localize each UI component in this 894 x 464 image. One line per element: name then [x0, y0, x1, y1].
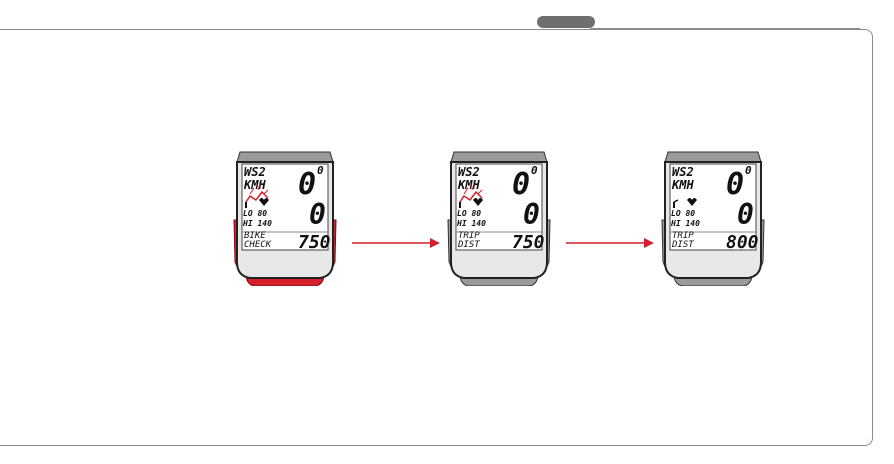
lcd-top-superscript: 0 [317, 164, 324, 177]
arrow-right-icon [566, 238, 654, 248]
lcd-bottom-line1: TRIP [672, 231, 694, 241]
lcd-top-superscript: 0 [745, 164, 752, 177]
lcd-top-superscript: 0 [531, 164, 538, 177]
lcd-ws2-label: WS2 [458, 165, 480, 179]
lcd-bottom-value: 800 [726, 232, 759, 253]
lcd-hi-value: HI 140 [242, 219, 272, 228]
lcd-bottom-line2: DIST [671, 240, 694, 250]
lcd-bottom-value: 750 [512, 232, 545, 253]
lcd-mid-digit: 0 [523, 198, 540, 231]
lcd-unit-label: KMH [243, 178, 266, 192]
lcd-ws2-label: WS2 [672, 165, 694, 179]
cadence-heart-icons [673, 198, 697, 208]
cycle-computer-3: WS2 KMH 0 0 0 LO 80 HI 140 TRIP DIST 800 [660, 150, 766, 286]
lcd-top-digit: 0 [298, 167, 316, 202]
lcd-unit-label: KMH [671, 178, 694, 192]
lcd-hi-value: HI 140 [670, 219, 700, 228]
lcd-lo-value: LO 80 [671, 209, 695, 218]
cycle-computer-2: WS2 KMH 0 0 0 LO 80 HI 140 TRIP DIST 750 [446, 150, 552, 286]
lcd-mid-digit: 0 [737, 198, 754, 231]
lcd-unit-label: KMH [457, 178, 480, 192]
tab-underline [590, 28, 860, 29]
alert-icons [245, 183, 269, 208]
lcd-bottom-line1: BIKE [244, 231, 266, 241]
lcd-bottom-line2: DIST [457, 240, 480, 250]
cycle-computer-1: WS2 KMH 0 0 0 LO 80 HI 140 BIKE CHECK 75… [232, 150, 338, 286]
lcd-hi-value: HI 140 [456, 219, 486, 228]
lcd-bottom-value: 750 [298, 232, 331, 253]
lcd-lo-value: LO 80 [243, 209, 267, 218]
section-tab[interactable] [537, 16, 595, 28]
alert-icons [459, 183, 483, 208]
lcd-bottom-line1: TRIP [458, 231, 480, 241]
content-frame [0, 29, 873, 446]
lcd-top-digit: 0 [512, 167, 530, 202]
lcd-top-digit: 0 [726, 167, 744, 202]
lcd-lo-value: LO 80 [457, 209, 481, 218]
lcd-mid-digit: 0 [309, 198, 326, 231]
lcd-ws2-label: WS2 [244, 165, 266, 179]
arrow-right-icon [352, 238, 440, 248]
lcd-bottom-line2: CHECK [244, 240, 272, 250]
